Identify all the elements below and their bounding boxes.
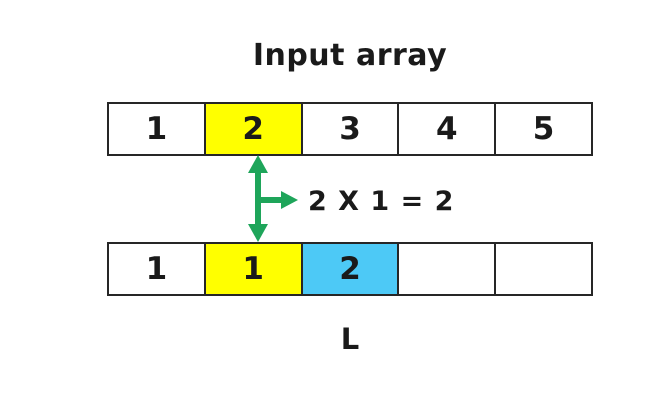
result-array-cell-3	[399, 244, 497, 294]
arrow-horizontal-line	[258, 197, 284, 203]
input-array-cell-2: 3	[302, 104, 400, 154]
diagram-title: Input array	[252, 38, 448, 73]
arrow-vertical-line	[255, 170, 261, 230]
result-array-label: L	[340, 322, 360, 356]
input-array-cell-4: 5	[496, 104, 591, 154]
input-array-cell-0: 1	[109, 104, 206, 154]
arrow-right-head-icon	[281, 191, 298, 209]
arrow-up-head-icon	[248, 155, 268, 173]
result-array-cell-0: 1	[109, 244, 206, 294]
arrow-down-head-icon	[248, 224, 268, 242]
result-array-cell-4	[496, 244, 591, 294]
input-array-cell-1-highlighted: 2	[205, 104, 303, 154]
input-array: 1 2 3 4 5	[107, 102, 593, 156]
result-array-cell-1-highlighted: 1	[205, 244, 303, 294]
multiplication-formula: 2 X 1 = 2	[308, 186, 455, 217]
result-array: 1 1 2	[107, 242, 593, 296]
result-array-cell-2-highlighted: 2	[302, 244, 400, 294]
input-array-cell-3: 4	[399, 104, 497, 154]
